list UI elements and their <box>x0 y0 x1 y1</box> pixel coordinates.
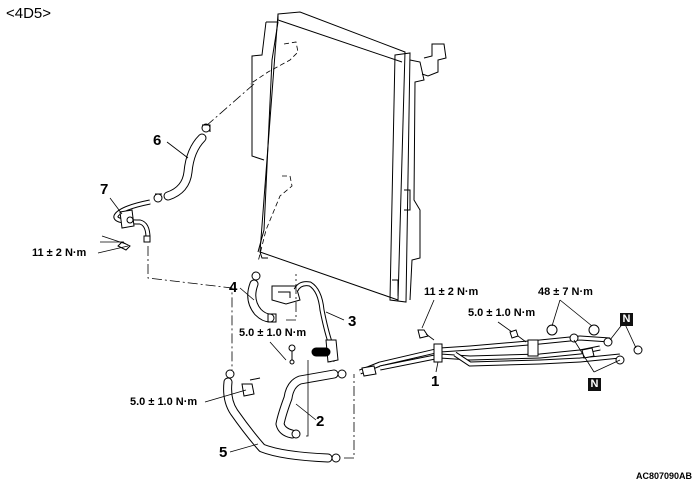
callout-4: 4 <box>229 279 238 296</box>
non-reusable-marker: N <box>620 313 633 326</box>
figure-code: AC807090AB <box>635 471 692 481</box>
torque-right-clamp: 5.0 ± 1.0 N·m <box>468 307 536 319</box>
center-clamp-bolt <box>288 344 296 365</box>
torque-lower-left-clamp: 5.0 ± 1.0 N·m <box>130 396 198 408</box>
guide-line <box>147 246 233 370</box>
pipe-3 <box>271 281 339 363</box>
callout-1: 1 <box>431 373 440 390</box>
radiator-assembly <box>249 11 447 303</box>
oil-cooler-pipes-1 <box>359 324 643 377</box>
guide-line <box>344 374 355 459</box>
callout-2: 2 <box>316 413 325 430</box>
non-reusable-marker: N <box>588 378 601 391</box>
variant-label: <4D5> <box>6 5 52 22</box>
torque-flare-nuts: 48 ± 7 N·m <box>538 286 593 298</box>
callout-7: 7 <box>100 181 109 198</box>
callout-3: 3 <box>348 313 357 330</box>
hose-4 <box>247 271 277 323</box>
guide-line <box>286 274 297 321</box>
torque-center-clamp: 5.0 ± 1.0 N·m <box>239 327 307 339</box>
pipe-7 <box>100 199 151 251</box>
guide-line <box>306 360 309 437</box>
torque-right-bracket: 11 ± 2 N·m <box>424 286 479 298</box>
callout-5: 5 <box>219 444 228 461</box>
torque-left-bracket: 11 ± 2 N·m <box>32 247 87 259</box>
guide-line <box>205 83 255 127</box>
hose-5 <box>223 377 341 463</box>
hose-2 <box>275 369 347 439</box>
right-bracket-bolt <box>417 329 435 341</box>
hose-6 <box>153 123 211 203</box>
right-clamp-bolt <box>509 329 527 343</box>
callout-6: 6 <box>153 132 162 149</box>
